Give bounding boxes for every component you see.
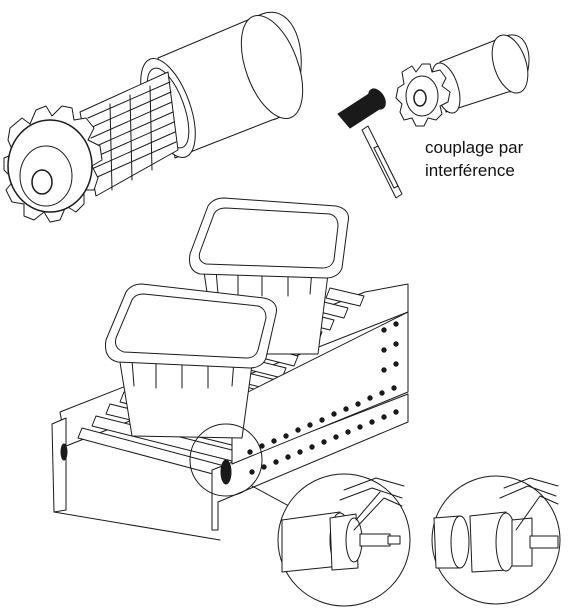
caption-line-1: couplage par	[425, 138, 524, 157]
detail-magnifier-2-icon	[431, 475, 561, 605]
bin-front-icon	[105, 283, 277, 439]
hammer-icon	[337, 88, 403, 199]
caption-line-2: interférence	[425, 161, 515, 180]
small-sprocket-roller-icon	[395, 34, 530, 127]
detail-indicator-icon	[189, 423, 263, 497]
interference-fit-caption: couplage par interférence	[425, 136, 565, 182]
detail-magnifier-icon	[277, 473, 411, 607]
large-sprocket-roller-icon	[3, 11, 304, 223]
